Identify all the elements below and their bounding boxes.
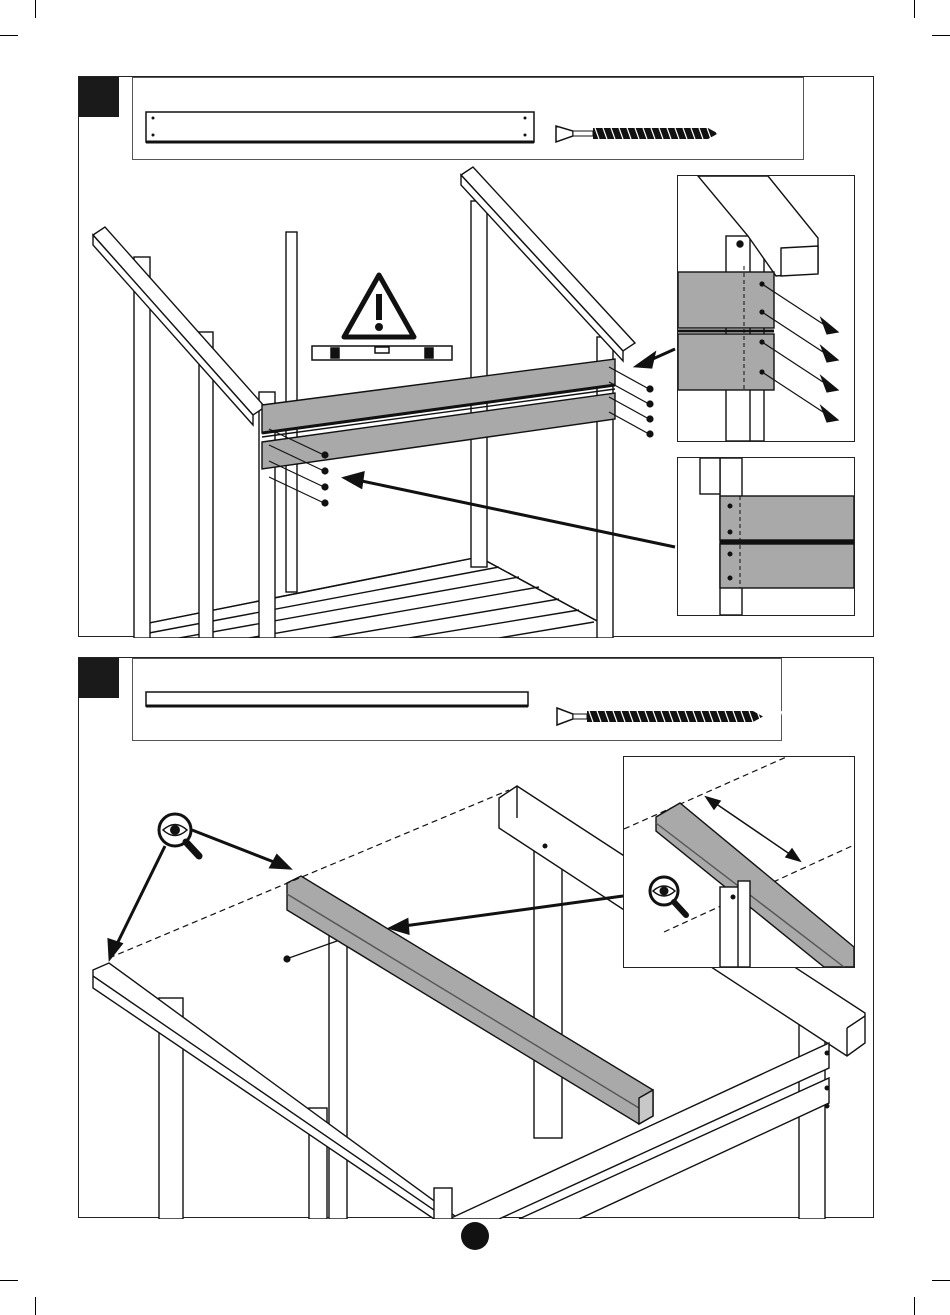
long-screw-part	[557, 708, 783, 725]
crop-mark	[914, 0, 915, 18]
crop-mark	[0, 35, 18, 36]
spirit-level-icon	[312, 346, 452, 360]
step-number-box	[79, 77, 119, 117]
crop-mark	[932, 35, 950, 36]
magnifier-eye-icon	[650, 877, 686, 915]
parts-illustration	[133, 78, 805, 161]
grey-beam	[287, 876, 653, 1124]
detail-inset-step2	[623, 756, 855, 968]
detail-inset-top	[677, 175, 855, 442]
side-panels	[262, 359, 615, 469]
parts-list	[132, 658, 782, 741]
crop-mark	[35, 0, 36, 18]
magnifier-eye-icon	[159, 814, 199, 856]
parts-illustration	[133, 659, 783, 742]
step-2-panel	[78, 657, 874, 1218]
step-number-box	[79, 658, 119, 698]
detail-inset-bottom	[677, 457, 855, 616]
beam-part	[146, 692, 528, 706]
board-part	[146, 112, 534, 142]
crop-mark	[914, 1297, 915, 1315]
screw-part	[556, 126, 791, 142]
crop-mark	[0, 1280, 18, 1281]
page-number-badge	[461, 1222, 489, 1250]
crop-mark	[35, 1297, 36, 1315]
warning-icon	[344, 275, 414, 337]
parts-list	[132, 77, 804, 160]
step-1-panel	[78, 76, 874, 637]
crop-mark	[932, 1280, 950, 1281]
